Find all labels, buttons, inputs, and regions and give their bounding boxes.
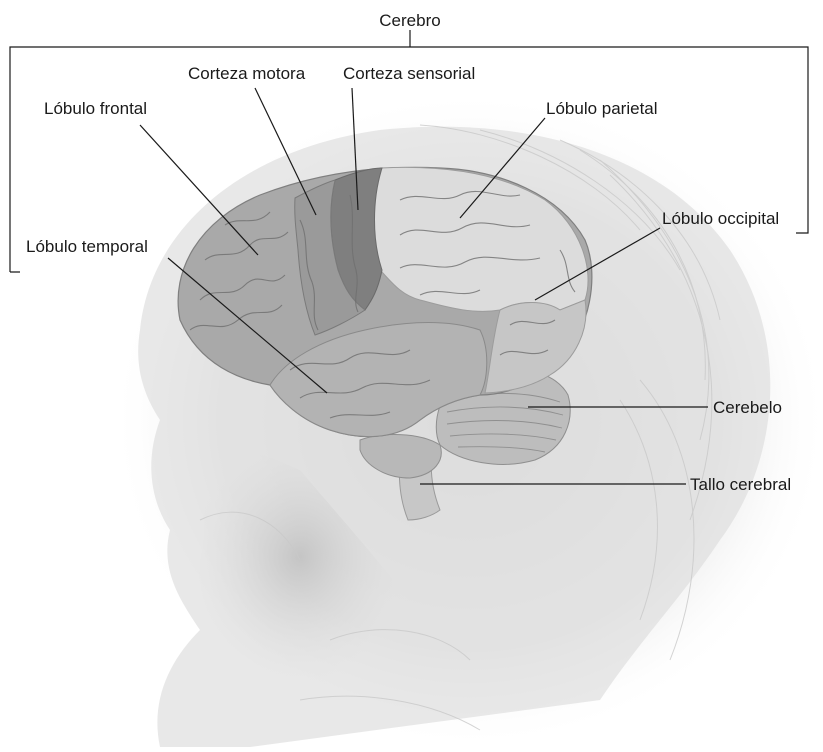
label-corteza-motora: Corteza motora — [188, 64, 306, 83]
label-cerebro: Cerebro — [379, 11, 440, 30]
label-lobulo-occipital: Lóbulo occipital — [662, 209, 779, 228]
label-lobulo-frontal: Lóbulo frontal — [44, 99, 147, 118]
label-lobulo-temporal: Lóbulo temporal — [26, 237, 148, 256]
label-cerebelo: Cerebelo — [713, 398, 782, 417]
label-tallo-cerebral: Tallo cerebral — [690, 475, 791, 494]
label-corteza-sensorial: Corteza sensorial — [343, 64, 475, 83]
label-lobulo-parietal: Lóbulo parietal — [546, 99, 658, 118]
